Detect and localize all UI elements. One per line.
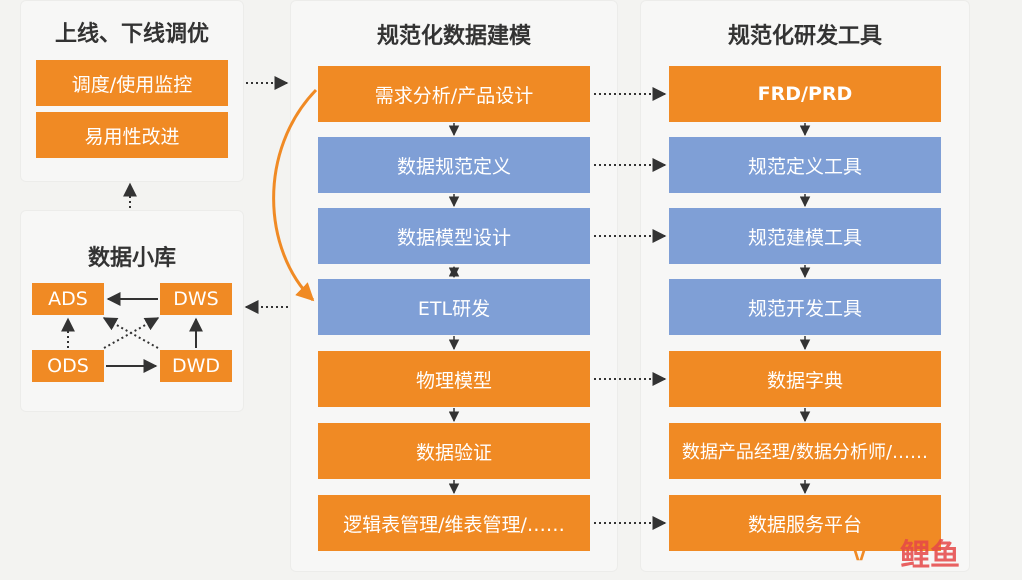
spec-development-tool-step: 规范开发工具 (669, 279, 941, 335)
spec-definition-tool-step: 规范定义工具 (669, 137, 941, 193)
monitor-box: 调度/使用监控 (36, 60, 228, 106)
requirement-analysis-step: 需求分析/产品设计 (318, 66, 590, 122)
left-panel-title: 上线、下线调优 (54, 22, 209, 47)
ads-node: ADS (32, 283, 104, 315)
data-validation-step: 数据验证 (318, 423, 590, 479)
middle-panel-title: 规范化数据建模 (376, 24, 531, 49)
dwd-to-ads-arrow (102, 317, 159, 349)
dws-node: DWS (160, 283, 232, 315)
etl-development-step: ETL研发 (318, 279, 590, 335)
usability-box: 易用性改进 (36, 112, 228, 158)
ods-node: ODS (32, 350, 104, 382)
physical-model-step: 物理模型 (318, 351, 590, 407)
frd-prd-step: FRD/PRD (669, 66, 941, 122)
spec-modeling-tool-step: 规范建模工具 (669, 208, 941, 264)
data-model-design-step: 数据模型设计 (318, 208, 590, 264)
product-manager-analyst-step: 数据产品经理/数据分析师/…… (669, 423, 941, 479)
mart-panel-title: 数据小库 (87, 246, 176, 271)
right-panel-title: 规范化研发工具 (727, 24, 882, 49)
data-dictionary-step: 数据字典 (669, 351, 941, 407)
watermark-mark: \/ (850, 535, 869, 565)
requirement-to-etl-curve (272, 88, 318, 302)
watermark-text: 鲤鱼 (900, 538, 960, 573)
dwd-node: DWD (160, 350, 232, 382)
table-management-step: 逻辑表管理/维表管理/…… (318, 495, 590, 551)
data-service-platform-step: 数据服务平台 (669, 495, 941, 551)
data-spec-definition-step: 数据规范定义 (318, 137, 590, 193)
